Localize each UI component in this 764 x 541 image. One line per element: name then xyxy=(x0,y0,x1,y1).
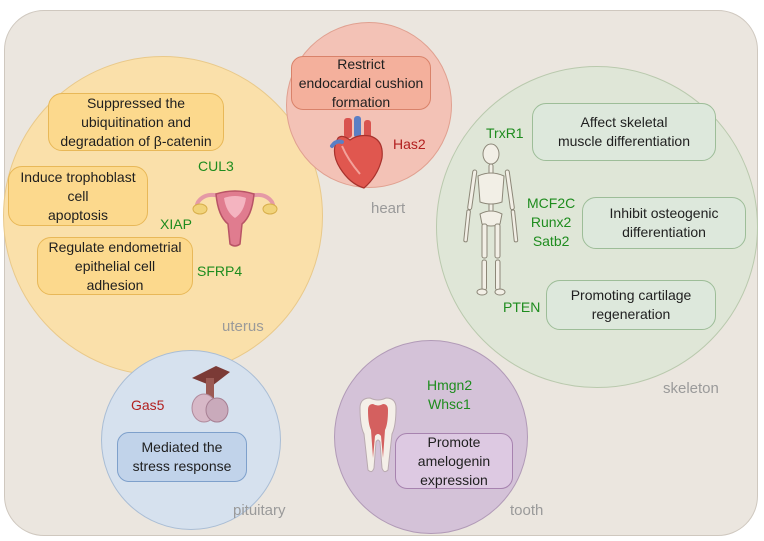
skeleton-box-osteogenic: Inhibit osteogenic differentiation xyxy=(582,197,746,249)
box-line: amelogenin xyxy=(417,452,491,469)
gene-group-osteo: MCF2C Runx2 Satb2 xyxy=(527,194,575,251)
gene-trxr1: TrxR1 xyxy=(486,125,524,141)
box-line: Promoting cartilage xyxy=(570,287,692,303)
pituitary-box: Mediated the stress response xyxy=(117,432,247,482)
skeleton-box-muscle: Affect skeletal muscle differentiation xyxy=(532,103,716,161)
gene-whsc1: Whsc1 xyxy=(428,396,471,412)
skeleton-box-cartilage: Promoting cartilage regeneration xyxy=(546,280,716,330)
gene-sfrp4: SFRP4 xyxy=(197,263,243,279)
tooth-icon xyxy=(359,397,397,473)
gene-runx2: Runx2 xyxy=(530,214,572,230)
box-line: epithelial cell xyxy=(74,257,156,274)
box-line: endocardial cushion xyxy=(298,74,424,91)
gene-mcf2c: MCF2C xyxy=(527,195,576,211)
tooth-box: Promote amelogenin expression xyxy=(395,433,513,489)
box-line: adhesion xyxy=(86,276,144,293)
box-line: Mediated the xyxy=(141,439,223,455)
box-line: Affect skeletal xyxy=(580,114,668,130)
box-line: expression xyxy=(420,471,488,488)
pituitary-icon xyxy=(191,366,230,423)
pituitary-label: pituitary xyxy=(233,502,286,519)
box-line: ubiquitination and xyxy=(81,113,191,130)
uterus-label: uterus xyxy=(222,318,264,335)
box-line: regeneration xyxy=(591,306,671,322)
box-line: differentiation xyxy=(622,224,706,240)
skeleton-label: skeleton xyxy=(663,380,719,397)
heart-box: Restrict endocardial cushion formation xyxy=(291,56,431,110)
uterus-box-adhesion: Regulate endometrial epithelial cell adh… xyxy=(37,237,193,295)
uterus-box-apoptosis: Induce trophoblast cell apoptosis xyxy=(8,166,148,226)
box-line: Promote xyxy=(427,433,481,450)
uterus-box-catenin: Suppressed the ubiquitination and degrad… xyxy=(48,93,224,151)
box-line: formation xyxy=(331,93,391,110)
gene-gas5: Gas5 xyxy=(131,397,165,413)
heart-label: heart xyxy=(371,200,406,217)
tooth-label: tooth xyxy=(510,502,544,519)
box-line: Regulate endometrial xyxy=(48,238,182,255)
box-line: Induce trophoblast xyxy=(20,168,136,185)
gene-cul3: CUL3 xyxy=(198,158,234,174)
gene-has2: Has2 xyxy=(393,136,426,152)
box-line: stress response xyxy=(132,458,232,474)
box-line: degradation of β-catenin xyxy=(60,132,212,149)
box-line: Suppressed the xyxy=(86,94,186,111)
heart-icon xyxy=(330,116,383,189)
box-line: apoptosis xyxy=(48,206,108,223)
gene-pten: PTEN xyxy=(503,299,541,315)
box-line: Restrict xyxy=(337,55,385,72)
box-line: cell xyxy=(67,187,89,204)
skeleton-icon xyxy=(463,143,519,296)
gene-xiap: XIAP xyxy=(160,216,192,232)
gene-hmgn2: Hmgn2 xyxy=(427,377,473,393)
uterus-icon xyxy=(192,190,278,247)
gene-satb2: Satb2 xyxy=(532,233,570,249)
box-line: muscle differentiation xyxy=(557,133,691,149)
box-line: Inhibit osteogenic xyxy=(609,205,719,221)
